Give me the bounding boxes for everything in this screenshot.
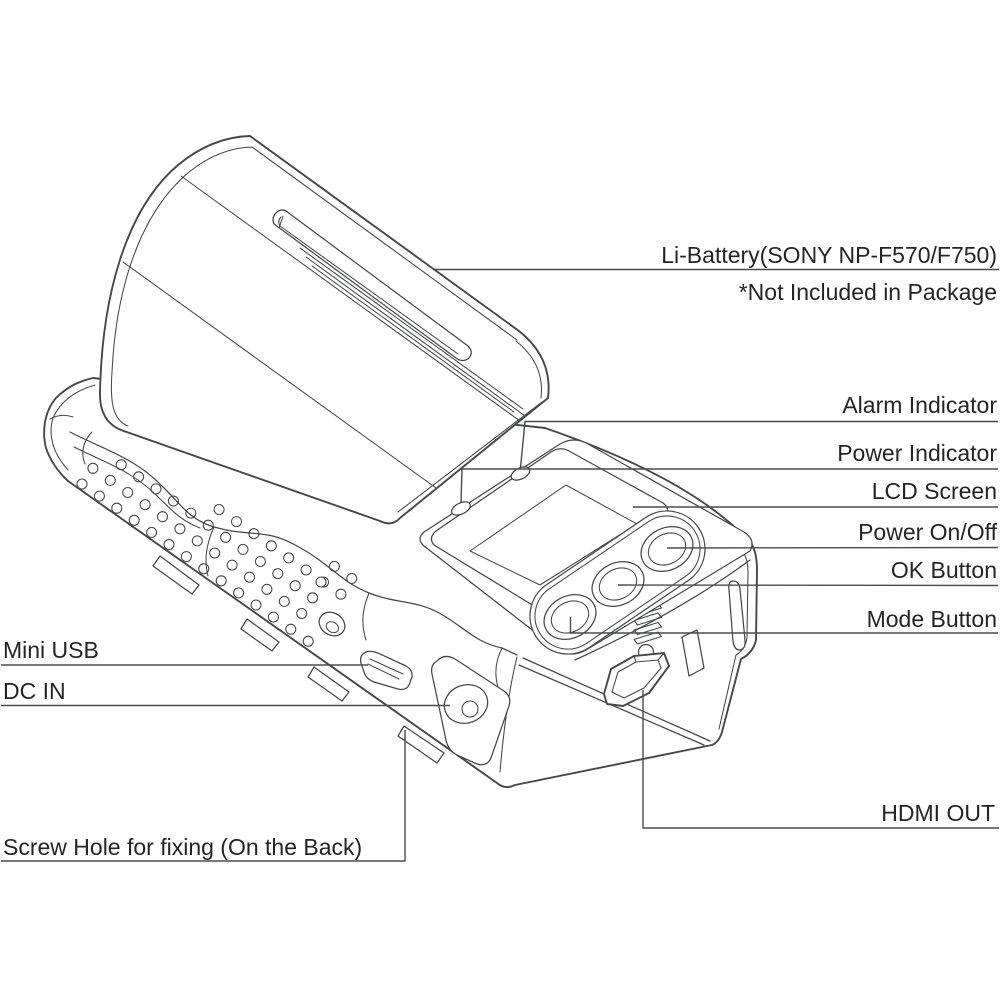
grille-hole [185,507,197,519]
left-cap-seam [49,414,93,465]
foot-tab [152,555,200,595]
grille-hole [289,580,301,592]
grille-hole [163,538,175,551]
leader-screw [1,730,406,862]
grille-hole [307,592,319,604]
grille-hole [328,560,340,572]
grille-hole [261,583,273,595]
grille-hole [167,495,179,507]
callout-ok-button: OK Button [891,557,997,583]
grille-hole [191,535,203,547]
callout-power-on-off: Power On/Off [858,519,998,545]
hdmi-port [603,652,670,707]
battery-grooves [299,247,526,417]
power-button [640,526,694,572]
grille-hole [346,572,358,585]
grille-hole [243,571,256,583]
grille-hole [254,555,266,568]
grille-hole [302,635,314,647]
grille-hole [87,462,99,474]
grille-hole [283,552,295,564]
grille-hole [272,568,284,580]
battery-slot [272,209,472,362]
grille-hole [300,564,312,576]
leader-lines [1,268,999,862]
callout-mode-button: Mode Button [867,606,997,632]
grille-hole [250,599,262,611]
grille-hole [237,543,249,555]
grille-hole [220,531,232,543]
leader-power-indicator [460,468,998,504]
grille-hole [76,478,88,490]
screw-hole-front [315,576,327,588]
grille-hole [215,575,227,587]
foot-tab [240,618,280,652]
grille-hole [278,595,290,607]
grille-hole [93,490,105,502]
battery-outline [99,135,550,525]
grille-holes [76,459,358,647]
grille-hole [122,486,134,499]
grille-hole [104,474,116,486]
grille-hole [202,519,214,531]
foot-tab [307,666,350,702]
battery-face-line-2 [122,261,437,489]
audio-jack-hole [318,611,346,637]
battery-cap-inner [110,146,518,427]
leader-ok [617,584,999,587]
grille-hole [233,587,245,599]
callout-alarm-indicator: Alarm Indicator [842,392,997,418]
grille-hole [128,514,140,526]
callout-mini-usb: Mini USB [3,637,99,663]
grille-hole [209,547,221,559]
battery-face-line-1 [180,175,521,422]
grille-hole [174,523,186,535]
grille-hole [285,623,297,635]
ok-button-control [591,561,645,607]
grille-hole [265,540,277,552]
grille-hole [296,607,308,620]
callout-hdmi-out: HDMI OUT [881,800,995,826]
leader-hdmi [642,690,999,829]
leader-alarm [519,420,998,469]
grille-hole [226,559,238,571]
grille-hole [213,503,225,516]
power-indicator-light [451,501,471,516]
battery [99,135,550,525]
callout-dc-in: DC IN [3,678,66,704]
grille-hole [150,483,162,495]
grille-hole [133,471,145,483]
grille-hole [230,516,243,528]
grille-hole [146,526,158,538]
dc-in-jack [430,655,511,766]
foot-tab [397,725,445,764]
grille-hole [111,502,123,514]
front-right-face-edge [574,559,751,661]
mini-usb-port [359,650,413,691]
grille-hole [156,511,169,523]
grille-hole [335,588,347,600]
grille-hole [180,551,192,563]
callout-labels: Li-Battery(SONY NP-F570/F750) *Not Inclu… [3,242,998,860]
callout-lcd-screen: LCD Screen [872,478,997,504]
battery-end-lines [397,340,543,513]
callout-screw-hole: Screw Hole for fixing (On the Back) [3,834,362,860]
grille-hole [139,499,151,511]
grille-hole [115,459,127,471]
front-left-face-edge [69,431,518,656]
callout-battery-note: *Not Included in Package [739,279,997,305]
grille-hole [198,563,210,575]
grille-hole [267,611,279,623]
grille-hole [248,528,260,540]
leader-power-on-off [666,546,999,549]
callout-battery-title: Li-Battery(SONY NP-F570/F750) [661,242,997,268]
callout-power-indicator: Power Indicator [837,440,997,466]
leader-mode [569,617,998,634]
